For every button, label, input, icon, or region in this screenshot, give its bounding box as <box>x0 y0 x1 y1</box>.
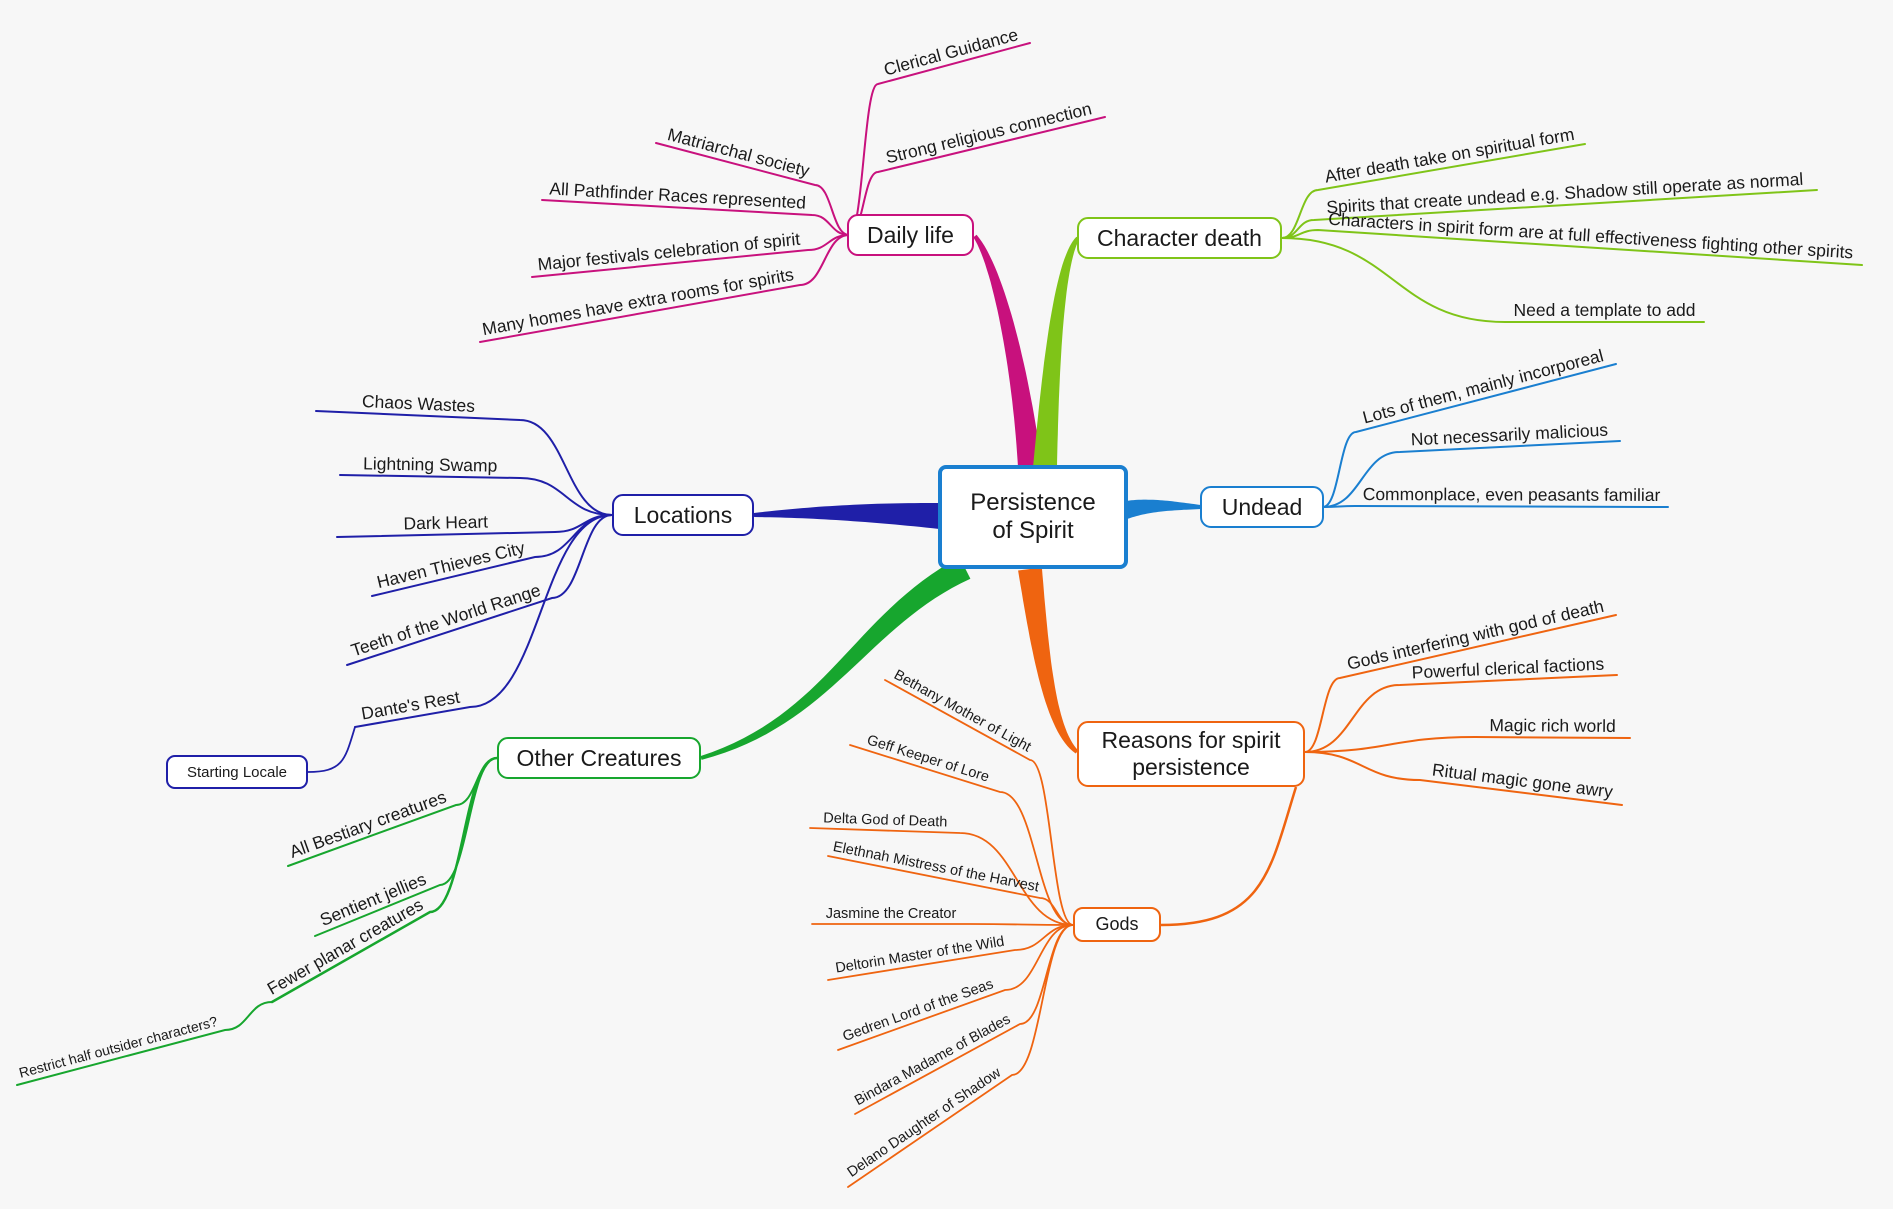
locations-dark-heart-label[interactable]: Dark Heart <box>403 512 488 534</box>
topic-starting-locale[interactable]: Starting Locale <box>166 755 308 789</box>
gods-delta-label[interactable]: Delta God of Death <box>823 810 948 830</box>
topic-character-death[interactable]: Character death <box>1077 217 1282 259</box>
reasons-magic-rich-world-line <box>1304 735 1631 753</box>
locations-dantes-rest-line <box>354 514 613 728</box>
locations-chaos-wastes-label[interactable]: Chaos Wastes <box>362 391 476 416</box>
link-gods <box>1160 786 1298 927</box>
daily-life-extra-rooms-label[interactable]: Many homes have extra rooms for spirits <box>481 264 796 339</box>
reasons-gods-interfering-line <box>1304 614 1617 753</box>
daily-life-major-festivals-label[interactable]: Major festivals celebration of spirit <box>537 229 801 275</box>
gods-delano-label[interactable]: Delano Daughter of Shadow <box>845 1064 1005 1180</box>
reasons-ritual-magic-line <box>1304 751 1623 806</box>
topic-other-creatures-label: Other Creatures <box>516 744 682 771</box>
gods-bethany-label[interactable]: Bethany Mother of Light <box>891 667 1034 755</box>
gods-jasmine-line <box>811 923 1074 926</box>
topic-daily-life-label: Daily life <box>867 221 954 248</box>
daily-life-matriarchal-society-label[interactable]: Matriarchal society <box>665 124 811 181</box>
reasons-ritual-magic-label[interactable]: Ritual magic gone awry <box>1431 759 1614 801</box>
locations-teeth-of-the-world-label[interactable]: Teeth of the World Range <box>348 580 543 661</box>
topic-daily-life[interactable]: Daily life <box>847 214 974 256</box>
other-creatures-restrict-half-outsider-line <box>16 1001 273 1086</box>
undead-commonplace-line <box>1322 504 1669 508</box>
gods-jasmine-label[interactable]: Jasmine the Creator <box>826 906 957 922</box>
character-death-template-label[interactable]: Need a template to add <box>1514 300 1696 320</box>
reasons-clerical-factions-line <box>1304 674 1618 753</box>
gods-geff-label[interactable]: Geff Keeper of Lore <box>865 732 991 785</box>
character-death-spiritual-form-label[interactable]: After death take on spiritual form <box>1323 124 1576 187</box>
link-locations <box>753 503 941 529</box>
link-starting-locale <box>307 726 356 773</box>
locations-chaos-wastes-line <box>315 410 613 516</box>
other-creatures-restrict-half-outsider-label[interactable]: Restrict half outsider characters? <box>17 1013 219 1081</box>
reasons-magic-rich-world-label[interactable]: Magic rich world <box>1489 715 1616 736</box>
topic-character-death-label: Character death <box>1097 224 1262 251</box>
undead-commonplace-label[interactable]: Commonplace, even peasants familiar <box>1363 484 1661 505</box>
central-topic-label: Persistence of Spirit <box>970 489 1096 544</box>
link-reasons <box>1018 567 1079 754</box>
undead-not-malicious-label[interactable]: Not necessarily malicious <box>1410 420 1608 450</box>
undead-not-malicious-line <box>1322 440 1621 508</box>
topic-reasons-label: Reasons for spirit persistence <box>1101 727 1281 780</box>
locations-lightning-swamp-line <box>339 474 613 516</box>
link-undead <box>1123 499 1202 519</box>
locations-teeth-of-the-world-line <box>346 514 613 666</box>
gods-delano-line <box>847 924 1074 1188</box>
topic-reasons-for-spirit-persistence[interactable]: Reasons for spirit persistence <box>1077 721 1305 787</box>
character-death-template-line <box>1281 237 1705 323</box>
topic-gods[interactable]: Gods <box>1073 907 1161 942</box>
daily-life-extra-rooms-line <box>479 234 850 343</box>
topic-gods-label: Gods <box>1095 914 1139 934</box>
central-topic[interactable]: Persistence of Spirit <box>938 465 1128 569</box>
gods-delta-line <box>809 827 1074 926</box>
link-character-death <box>1033 236 1080 469</box>
character-death-spiritual-form-line <box>1281 143 1586 239</box>
locations-lightning-swamp-label[interactable]: Lightning Swamp <box>363 453 498 475</box>
gods-bethany-line <box>884 679 1074 926</box>
reasons-clerical-factions-label[interactable]: Powerful clerical factions <box>1411 654 1605 683</box>
link-daily-life <box>973 234 1042 470</box>
daily-life-matriarchal-society-line <box>655 142 850 236</box>
undead-incorporeal-label[interactable]: Lots of them, mainly incorporeal <box>1360 345 1605 427</box>
daily-life-pathfinder-races-line <box>541 199 850 236</box>
topic-undead-label: Undead <box>1221 493 1303 520</box>
topic-locations[interactable]: Locations <box>612 494 754 536</box>
undead-incorporeal-line <box>1322 363 1617 508</box>
topic-undead[interactable]: Undead <box>1200 486 1324 528</box>
topic-other-creatures[interactable]: Other Creatures <box>497 737 701 779</box>
other-creatures-fewer-planar-line <box>270 756 499 1004</box>
topic-starting-locale-label: Starting Locale <box>186 763 288 781</box>
topic-locations-label: Locations <box>633 501 733 528</box>
gods-elethnah-line <box>827 855 1074 926</box>
other-creatures-bestiary-label[interactable]: All Bestiary creatures <box>287 787 449 862</box>
daily-life-strong-religious-connection-label[interactable]: Strong religious connection <box>884 98 1094 167</box>
gods-gedren-line <box>837 924 1074 1051</box>
link-other-creatures <box>700 557 971 760</box>
